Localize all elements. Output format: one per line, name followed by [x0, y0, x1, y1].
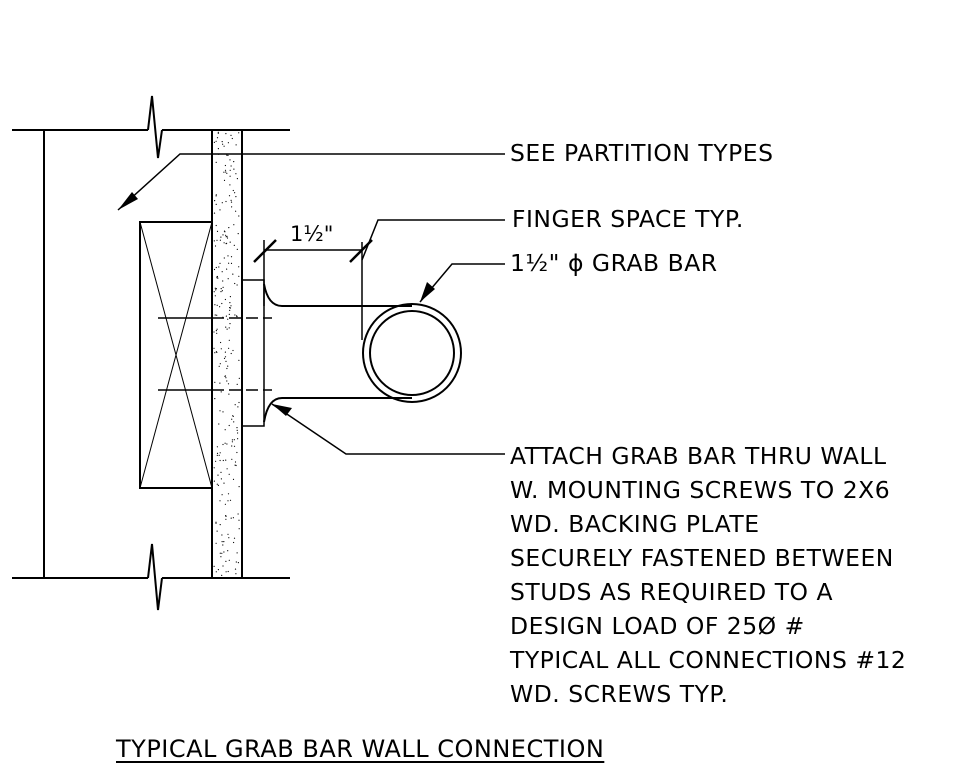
dimension-line: [253, 239, 373, 340]
gypsum-board: [211, 130, 243, 578]
dimension-text: 1½": [290, 222, 334, 246]
leader-lines: [117, 153, 505, 455]
wood-backing-plate: [139, 221, 213, 489]
label-partition-types: SEE PARTITION TYPES: [510, 141, 774, 167]
drawing-title: TYPICAL GRAB BAR WALL CONNECTION: [116, 735, 605, 763]
attach-note: ATTACH GRAB BAR THRU WALL W. MOUNTING SC…: [510, 440, 906, 712]
mounting-screws: [158, 317, 272, 391]
label-finger-space: FINGER SPACE TYP.: [512, 207, 744, 233]
wall-outline: [12, 95, 290, 611]
gypsum-stipple: [213, 131, 240, 577]
grab-bar-tube: [362, 303, 462, 403]
attach-note-line: STUDS AS REQUIRED TO A: [510, 580, 834, 606]
attach-note-line: W. MOUNTING SCREWS TO 2X6: [510, 478, 891, 504]
attach-note-line: ATTACH GRAB BAR THRU WALL: [510, 444, 887, 470]
attach-note-line: WD. BACKING PLATE: [510, 512, 760, 538]
leader-arrowheads: [118, 192, 435, 416]
attach-note-line: WD. SCREWS TYP.: [510, 682, 729, 708]
attach-note-line: TYPICAL ALL CONNECTIONS #12: [510, 648, 907, 674]
attach-note-line: DESIGN LOAD OF 25Ø #: [510, 614, 805, 640]
attach-note-line: SECURELY FASTENED BETWEEN: [510, 546, 894, 572]
grab-bar-flange: [241, 279, 412, 427]
label-grab-bar: 1½" ɸ GRAB BAR: [510, 251, 718, 277]
